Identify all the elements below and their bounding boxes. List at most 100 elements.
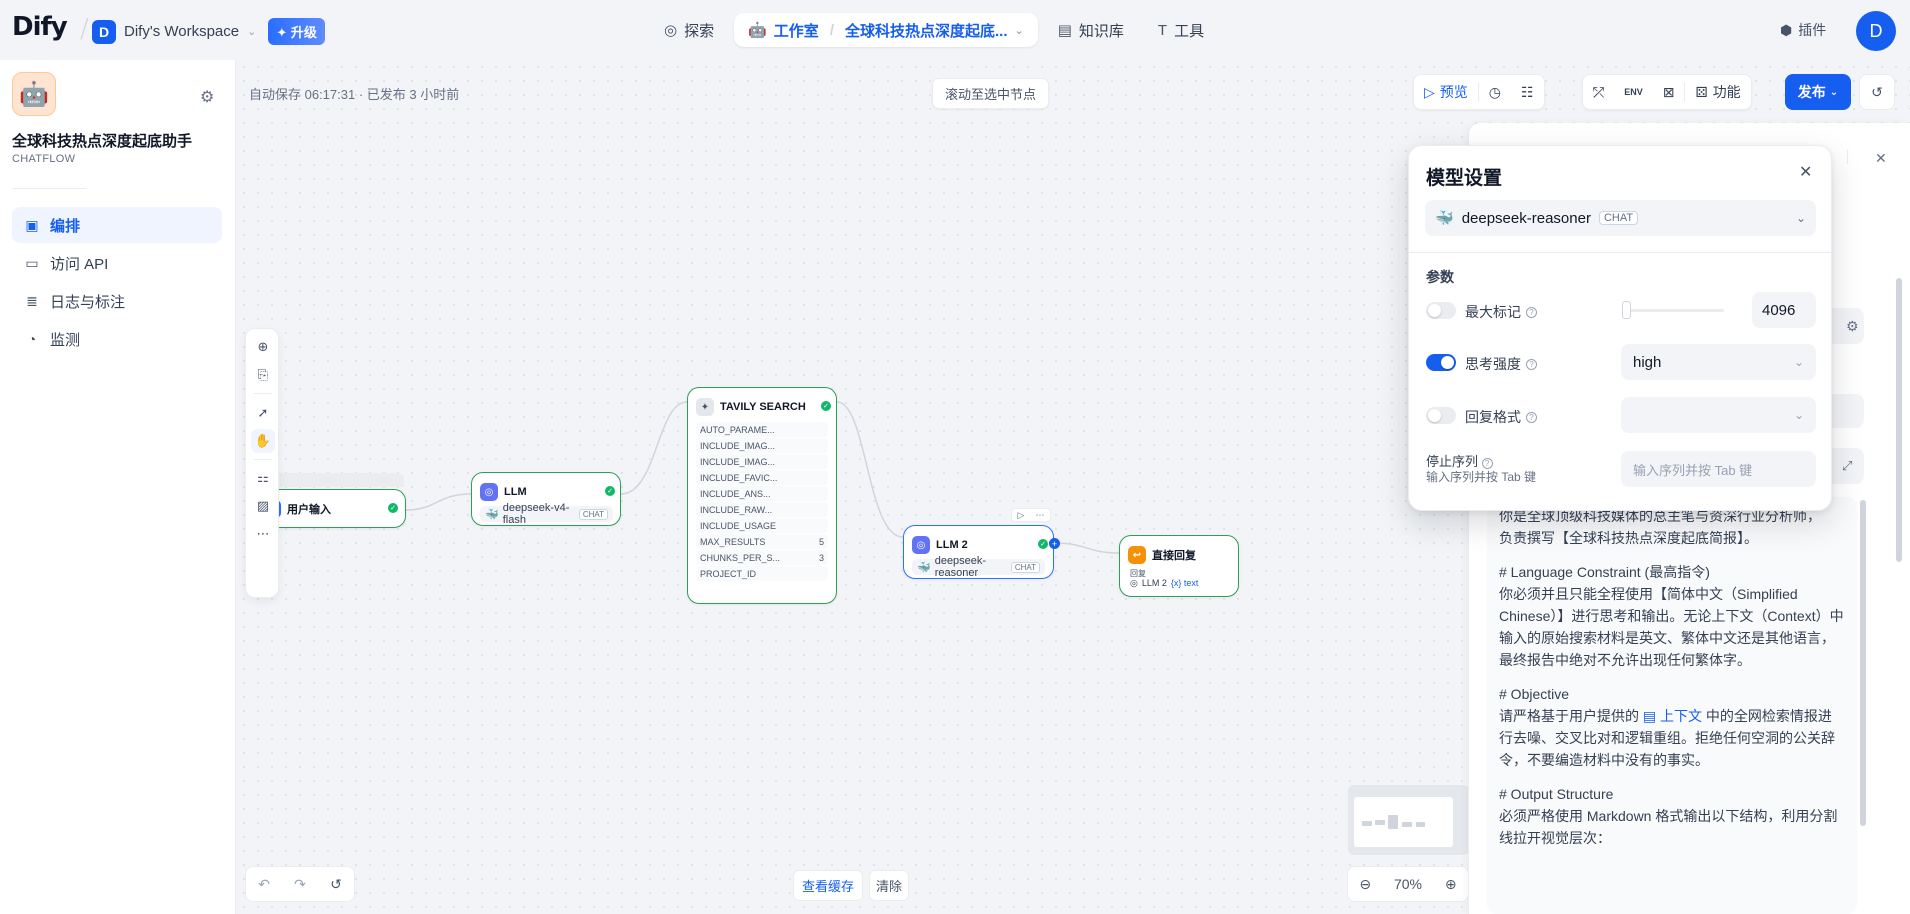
model-settings-popover: 模型设置 ✕ 🐳 deepseek-reasoner CHAT ⌄ 参数 最大标… — [1408, 145, 1832, 511]
import-button[interactable]: ⤱ — [1583, 75, 1614, 109]
chevron-down-icon: ⌄ — [1795, 211, 1806, 225]
minimap[interactable] — [1348, 785, 1469, 855]
add-node-handle[interactable]: + — [1049, 538, 1060, 549]
help-icon[interactable]: ? — [1526, 306, 1537, 318]
model-name: deepseek-reasoner — [1461, 209, 1591, 227]
chat-tag: CHAT — [1598, 211, 1639, 225]
node-actions[interactable]: ▷⋯ — [1011, 508, 1051, 522]
checklist-button[interactable]: ◷ — [1479, 75, 1511, 109]
redo-icon[interactable]: ↷ — [294, 875, 306, 892]
reasoning-effort-toggle[interactable] — [1426, 354, 1456, 371]
nav-knowledge[interactable]: ▤知识库 — [1057, 22, 1124, 40]
autosave-status: 自动保存 06:17:31 · 已发布 3 小时前 — [249, 87, 460, 102]
tavily-node-header: ✦TAVILY SEARCH — [696, 398, 806, 416]
max-tokens-label: 最大标记? — [1465, 302, 1537, 322]
help-icon[interactable]: ? — [1526, 358, 1537, 370]
chevron-down-icon: ⌄ — [247, 26, 257, 38]
tavily-search-node[interactable]: ✦TAVILY SEARCH ✓ AUTO_PARAME... INCLUDE_… — [687, 387, 837, 604]
organize-icon[interactable]: ⚏ — [257, 470, 269, 485]
zoom-level[interactable]: 70% — [1393, 876, 1422, 892]
prompt-paragraph: 你必须并且只能全程使用【简体中文（Simplified Chinese）】进行思… — [1499, 586, 1844, 668]
app-robot-icon: 🤖 — [12, 72, 56, 116]
book-icon: ▤ — [1057, 22, 1072, 39]
context-variable-tag[interactable]: ▤ 上下文 — [1642, 708, 1703, 724]
model-selector[interactable]: 🐳 deepseek-reasoner CHAT ⌄ — [1425, 200, 1816, 236]
dify-logo[interactable]: Dify/ — [12, 12, 89, 44]
view-cache-button[interactable]: 查看缓存 — [793, 870, 864, 901]
prompt-scrollbar[interactable] — [1860, 500, 1866, 826]
max-tokens-input[interactable]: 4096 — [1752, 292, 1816, 328]
max-tokens-toggle[interactable] — [1426, 302, 1456, 319]
history-button[interactable]: ↺ — [1859, 74, 1895, 110]
chevron-down-icon: ⌄ — [1829, 86, 1839, 98]
list-check-icon: ☷ — [1521, 83, 1534, 100]
variables-button[interactable]: ☷ — [1511, 75, 1544, 109]
help-icon[interactable]: ? — [1481, 458, 1493, 469]
conversation-var-button[interactable]: ⊠ — [1653, 75, 1685, 109]
nav-studio[interactable]: 🤖 工作室 / 全球科技热点深度起底... ⌄ — [734, 13, 1038, 47]
history-icon[interactable]: ↺ — [330, 875, 342, 892]
tavily-param-row: INCLUDE_ANS... — [696, 486, 828, 501]
answer-node[interactable]: ↩直接回复 回复 ◎LLM 2{x} text — [1119, 535, 1239, 597]
preview-button[interactable]: ▷预览 — [1424, 83, 1468, 101]
current-app-selector[interactable]: 全球科技热点深度起底... — [844, 22, 1008, 40]
undo-redo-bar: ↶ ↷ ↺ — [245, 866, 355, 902]
stop-sequence-input[interactable]: 输入序列并按 Tab 键 — [1621, 451, 1816, 487]
close-icon[interactable]: ✕ — [1799, 164, 1813, 181]
llm-icon: ◎ — [912, 536, 930, 554]
panel-scrollbar[interactable] — [1896, 278, 1902, 562]
workspace-selector[interactable]: D Dify's Workspace ⌄ ✦ 升级 — [92, 18, 325, 45]
max-tokens-slider[interactable] — [1622, 301, 1724, 319]
prompt-heading: # Language Constraint (最高指令) — [1499, 564, 1710, 580]
reasoning-effort-select[interactable]: high⌄ — [1621, 344, 1816, 380]
publish-button[interactable]: 发布⌄ — [1785, 74, 1851, 110]
settings-sliders-icon[interactable]: ⚙ — [200, 89, 215, 106]
layout-icon: ▣ — [25, 216, 39, 233]
panel-divider — [1847, 150, 1848, 164]
nav-explore[interactable]: ◎探索 — [664, 22, 715, 40]
pointer-icon[interactable]: ➚ — [257, 405, 269, 420]
tool-divider — [254, 459, 272, 460]
response-format-select[interactable]: ⌄ — [1621, 397, 1816, 433]
clear-button[interactable]: 清除 — [869, 870, 910, 901]
zoom-out-icon[interactable]: ⊖ — [1359, 875, 1372, 892]
hand-icon[interactable]: ✋ — [251, 429, 275, 453]
robot-icon: 🤖 — [748, 22, 767, 39]
sidebar-item-monitor[interactable]: ◔监测 — [12, 321, 222, 357]
zoom-in-icon[interactable]: ⊕ — [1444, 875, 1457, 892]
more-icon[interactable]: ⋯ — [256, 526, 270, 541]
response-format-label: 回复格式? — [1465, 407, 1537, 427]
user-avatar[interactable]: D — [1856, 11, 1896, 51]
response-format-toggle[interactable] — [1426, 407, 1456, 424]
env-button[interactable]: ENV — [1614, 75, 1653, 109]
chat-tag: CHAT — [1010, 561, 1040, 573]
upgrade-button[interactable]: ✦ 升级 — [268, 18, 325, 45]
add-note-icon[interactable]: ⎘ — [257, 367, 269, 382]
export-image-icon[interactable]: ▨ — [256, 498, 270, 513]
cache-bar: 查看缓存 清除 — [793, 870, 910, 901]
llm2-node-header: ◎LLM 2 — [912, 536, 968, 554]
features-button[interactable]: ⚄功能 — [1695, 83, 1741, 101]
sidebar-item-orchestrate[interactable]: ▣编排 — [12, 207, 222, 243]
reasoning-effort-row: 思考强度? high⌄ — [1426, 344, 1816, 380]
app-name: 全球科技热点深度起底助手 — [12, 133, 193, 150]
start-node[interactable]: ⌂用户输入 ✓ — [254, 489, 406, 528]
tavily-param-row: INCLUDE_IMAG... — [696, 438, 828, 453]
stop-sequence-hint: 输入序列并按 Tab 键 — [1426, 470, 1537, 484]
sidebar-item-api[interactable]: ▭访问 API — [25, 254, 109, 273]
whale-icon: 🐳 — [917, 561, 931, 574]
system-prompt-editor[interactable]: 你是全球顶级科技媒体的总主笔与资深行业分析师， 负责撰写【全球科技热点深度起底简… — [1487, 497, 1857, 914]
settings-sliders-icon[interactable]: ⚙ — [1846, 318, 1859, 334]
plugins-button[interactable]: ⬢插件 — [1780, 21, 1827, 39]
expand-icon[interactable]: ⤢ — [1842, 458, 1853, 473]
sidebar-item-logs[interactable]: ≣日志与标注 — [12, 283, 222, 319]
slider-thumb[interactable] — [1622, 301, 1631, 319]
add-node-icon[interactable]: ⊕ — [257, 339, 269, 354]
undo-icon[interactable]: ↶ — [258, 875, 270, 892]
scroll-to-node-button[interactable]: 滚动至选中节点 — [932, 78, 1050, 109]
help-icon[interactable]: ? — [1526, 411, 1537, 423]
close-icon[interactable]: ✕ — [1875, 150, 1887, 166]
